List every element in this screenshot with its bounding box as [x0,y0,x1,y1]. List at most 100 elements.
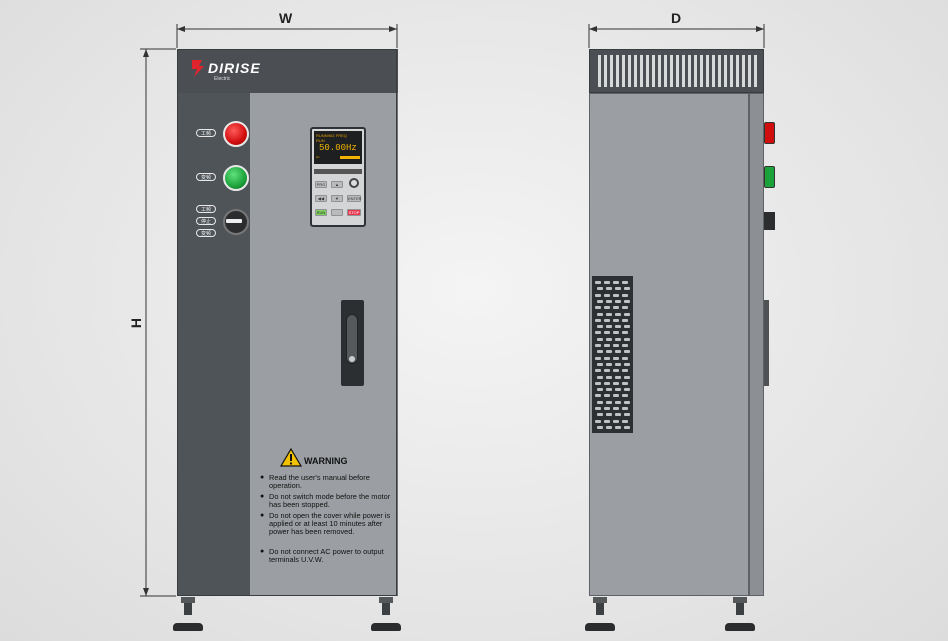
side-vent-slot [613,293,619,297]
keypad-blank-key[interactable] [331,209,343,216]
depth-label: D [671,10,682,26]
warning-triangle-icon [280,448,302,467]
top-vent-slot [628,55,631,87]
side-vent-slot [613,306,619,310]
side-vent-slot [597,362,603,366]
mode-label-2: 变频 [196,173,216,181]
side-right-foot-pad [725,623,755,631]
side-vent-slot [604,318,610,322]
top-vent-slot [742,55,745,87]
lcd-unit-small: Hz [316,155,320,159]
side-vent-slot [597,388,603,392]
brand-logo-icon [192,60,204,77]
side-vent-slot [595,344,601,347]
front-header-panel [177,49,398,93]
side-vent-slot [613,281,619,284]
side-vent-slot [622,407,628,410]
top-vent-slot [700,55,703,87]
side-vent-slot [597,287,603,291]
side-left-foot-pad [585,623,615,631]
side-vent-slot [615,350,621,354]
selector-switch-bar [226,219,242,223]
side-vent-slot [615,400,621,404]
side-left-foot-nut [593,597,607,603]
side-vent-slot [624,362,630,366]
side-vent-slot [613,381,619,385]
width-label: W [279,10,293,26]
keypad-run-key[interactable]: RUN [315,209,327,216]
side-vent-slot [613,344,619,347]
top-vent-slot [694,55,697,87]
side-vent-slot [624,375,630,379]
lcd-frequency-value: 50.00Hz [319,143,357,153]
side-vent-slot [624,413,630,417]
side-selector-knob [764,212,775,230]
side-vent-slot [615,362,621,366]
warning-item-1: ●Read the user's manual before operation… [260,473,370,491]
top-vent-slot [712,55,715,87]
side-vent-slot [604,381,610,385]
side-vent-slot [615,425,621,429]
side-vent-slot [622,394,628,398]
red-indicator-lamp[interactable] [223,121,249,147]
side-vent-slot [597,337,603,341]
top-vent-slot [688,55,691,87]
warning-item-4: ●Do not connect AC power to output termi… [260,547,384,565]
side-vent-slot [597,413,603,417]
keypad-down-key[interactable]: ▼ [331,195,343,202]
top-vent-slot [610,55,613,87]
side-vent-slot [595,369,601,373]
side-vent-slot [622,293,628,297]
side-vent-slot [624,350,630,354]
side-vent-slot [604,407,610,410]
side-vent-slot [595,318,601,322]
side-vent-slot [606,325,612,329]
keypad-shift-key[interactable]: ◀◀ [315,195,327,202]
side-vent-slot [595,381,601,385]
lcd-status: RUN [316,138,325,143]
side-red-button [764,122,775,144]
side-vent-slot [615,299,621,303]
door-handle[interactable] [346,314,358,364]
side-vent-slot [595,293,601,297]
side-vent-slot [606,299,612,303]
side-handle-bump [764,300,769,386]
side-vent-slot [606,425,612,429]
side-vent-slot [613,369,619,373]
side-vent-slot [597,375,603,379]
side-vent-slot [604,293,610,297]
side-vent-slot [606,388,612,392]
keypad-prg-key[interactable]: PRG [315,181,327,188]
side-vent-slot [595,407,601,410]
top-vent-slot [754,55,757,87]
keypad-dial-icon[interactable] [349,178,359,188]
top-vent-slot [670,55,673,87]
side-vent-slot [606,337,612,341]
green-indicator-lamp[interactable] [223,165,249,191]
side-vent-slot [624,325,630,329]
side-vent-slot [615,413,621,417]
side-vent-slot [597,400,603,404]
front-left-foot-stem [184,603,192,615]
side-vent-slot [624,337,630,341]
selector-label-3: 变频 [196,229,216,237]
keypad-up-key[interactable]: ▲ [331,181,343,188]
side-vent-slot [615,337,621,341]
keypad-enter-key[interactable]: ENTER [347,195,362,202]
side-vent-slot [622,344,628,347]
brand-subtitle: Electric [214,76,231,82]
side-vent-slot [622,356,628,360]
top-vent-slot [598,55,601,87]
front-left-foot-pad [173,623,203,631]
side-vent-slot [604,419,610,423]
keypad-stop-key[interactable]: STOP [347,209,361,216]
side-vent-slot [613,318,619,322]
front-right-foot-nut [379,597,393,603]
side-vent-slot [595,281,601,284]
side-vent-slot [613,394,619,398]
side-vent-slot [624,287,630,291]
side-vent-slot [595,394,601,398]
front-right-foot-pad [371,623,401,631]
lcd-header: RUNNING FREQ [316,133,347,138]
